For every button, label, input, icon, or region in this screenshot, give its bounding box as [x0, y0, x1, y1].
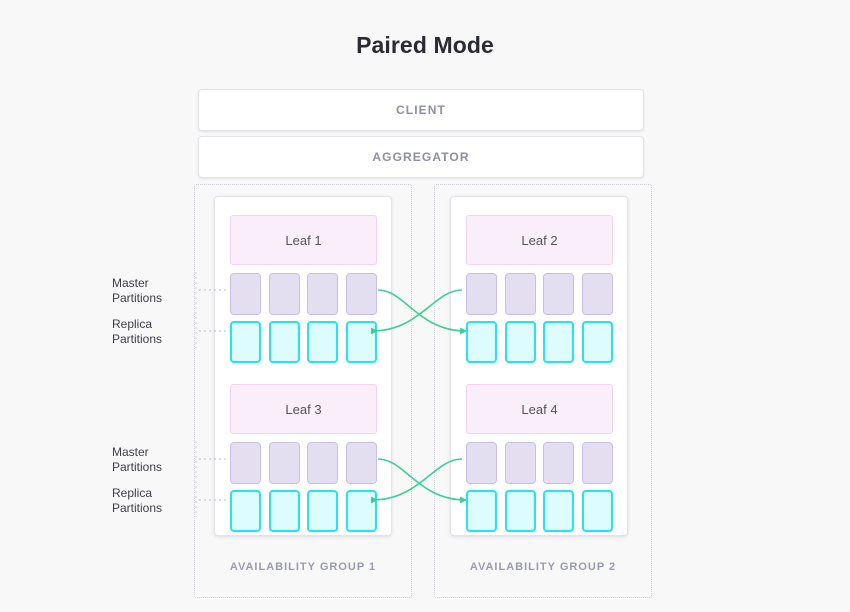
leaf-node-3-label: Leaf 3 [285, 401, 322, 417]
page-title: Paired Mode [356, 32, 494, 58]
master-partition[interactable] [543, 442, 575, 484]
replica-partition[interactable] [307, 321, 339, 363]
master-partition[interactable] [581, 442, 613, 484]
annotation-line-2: Partitions [112, 332, 163, 346]
master-partition[interactable] [230, 442, 261, 484]
annotation-line-1: Replica [112, 486, 153, 500]
annotation-line-2: Partitions [112, 460, 163, 474]
replica-partition[interactable] [581, 490, 613, 532]
leaf-node-3[interactable]: Leaf 3 [230, 384, 377, 434]
replica-partition[interactable] [307, 490, 339, 532]
master-partition[interactable] [307, 273, 339, 315]
leaf-3-replica-partition-row [230, 490, 377, 532]
annotation-replica-partitions-bottom: Replica Partitions [112, 486, 192, 516]
leaf-1-replica-partition-row [230, 321, 377, 363]
replica-partition[interactable] [543, 321, 575, 363]
aggregator-bar-label: AGGREGATOR [372, 150, 470, 164]
annotation-line-1: Replica [112, 317, 153, 331]
annotation-line-1: Master [112, 276, 149, 290]
master-partition[interactable] [345, 273, 377, 315]
leaf-4-replica-partition-row [466, 490, 613, 532]
replica-partition[interactable] [268, 321, 300, 363]
annotation-line-2: Partitions [112, 291, 163, 305]
leaf-node-1[interactable]: Leaf 1 [230, 215, 377, 265]
leaf-1-master-partition-row [230, 273, 377, 315]
master-partition[interactable] [466, 442, 497, 484]
master-partition[interactable] [268, 442, 300, 484]
replica-partition[interactable] [543, 490, 575, 532]
availability-group-2: AVAILABILITY GROUP 2 [434, 184, 652, 598]
annotation-line-2: Partitions [112, 501, 163, 515]
availability-group-1: AVAILABILITY GROUP 1 [194, 184, 412, 598]
master-partition[interactable] [307, 442, 339, 484]
availability-group-1-panel: Leaf 1 Leaf 3 [214, 196, 392, 536]
master-partition[interactable] [268, 273, 300, 315]
master-partition[interactable] [230, 273, 261, 315]
annotation-master-partitions-top: Master Partitions [112, 276, 192, 306]
replica-partition[interactable] [504, 321, 536, 363]
master-partition[interactable] [543, 273, 575, 315]
leaf-node-1-label: Leaf 1 [285, 232, 322, 248]
leaf-node-2[interactable]: Leaf 2 [466, 215, 613, 265]
annotation-line-1: Master [112, 445, 149, 459]
master-partition[interactable] [345, 442, 377, 484]
availability-group-2-panel: Leaf 2 Leaf 4 [450, 196, 628, 536]
aggregator-bar[interactable]: AGGREGATOR [198, 136, 644, 178]
master-partition[interactable] [466, 273, 497, 315]
client-bar[interactable]: CLIENT [198, 89, 644, 131]
replica-partition[interactable] [466, 321, 497, 363]
leaf-node-4[interactable]: Leaf 4 [466, 384, 613, 434]
master-partition[interactable] [504, 442, 536, 484]
availability-group-1-caption: AVAILABILITY GROUP 1 [229, 561, 377, 573]
leaf-3-master-partition-row [230, 442, 377, 484]
availability-group-2-caption: AVAILABILITY GROUP 2 [469, 561, 617, 573]
master-partition[interactable] [581, 273, 613, 315]
replica-partition[interactable] [268, 490, 300, 532]
leaf-node-4-label: Leaf 4 [521, 401, 558, 417]
leaf-4-master-partition-row [466, 442, 613, 484]
replica-partition[interactable] [345, 490, 377, 532]
client-bar-label: CLIENT [396, 103, 446, 117]
annotation-master-partitions-bottom: Master Partitions [112, 445, 192, 475]
replica-partition[interactable] [230, 321, 261, 363]
replica-partition[interactable] [504, 490, 536, 532]
replica-partition[interactable] [466, 490, 497, 532]
replica-partition[interactable] [230, 490, 261, 532]
replica-partition[interactable] [581, 321, 613, 363]
replica-partition[interactable] [345, 321, 377, 363]
annotation-replica-partitions-top: Replica Partitions [112, 317, 192, 347]
leaf-node-2-label: Leaf 2 [521, 232, 558, 248]
leaf-2-master-partition-row [466, 273, 613, 315]
master-partition[interactable] [504, 273, 536, 315]
leaf-2-replica-partition-row [466, 321, 613, 363]
